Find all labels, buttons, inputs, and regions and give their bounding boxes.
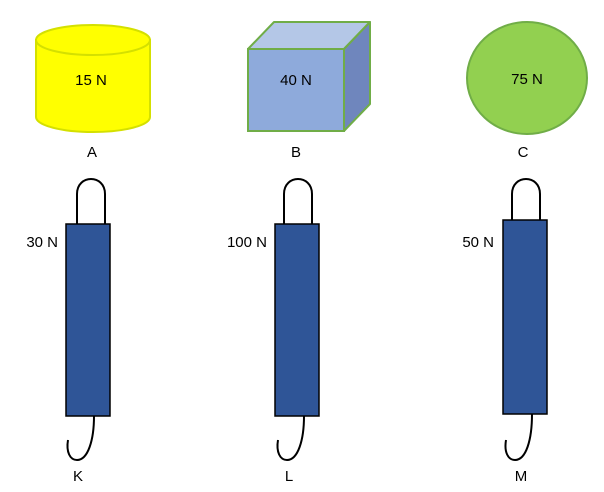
cylinder-body: [35, 39, 151, 133]
object-b-letter: B: [291, 144, 301, 161]
dynamometer-k-max-load: 30 N: [26, 234, 58, 251]
dynamometer-m-letter: M: [515, 468, 528, 485]
bottom-hook: [66, 415, 95, 462]
object-c-sphere: 75 N C: [466, 21, 588, 161]
object-a-cylinder: 15 N A: [35, 24, 151, 161]
object-a-letter: A: [87, 144, 97, 161]
object-b-weight: 40 N: [280, 72, 312, 89]
dynamometer-body: [65, 223, 111, 417]
object-b-cube: 40 N B: [247, 21, 371, 161]
bottom-hook: [504, 413, 533, 462]
top-loop: [76, 178, 106, 224]
top-loop: [511, 178, 541, 220]
dynamometer-l: 100 N L: [227, 178, 320, 485]
sphere-shape: [466, 21, 588, 135]
dynamometer-k-letter: K: [73, 468, 83, 485]
object-c-letter: C: [518, 144, 529, 161]
dynamometer-l-max-load: 100 N: [227, 234, 267, 251]
dynamometer-l-letter: L: [285, 468, 293, 485]
object-a-weight: 15 N: [75, 72, 107, 89]
dynamometer-k: 30 N K: [26, 178, 111, 485]
dynamometer-m: 50 N M: [462, 178, 548, 485]
dynamometer-body: [274, 223, 320, 417]
dynamometer-body: [502, 219, 548, 415]
top-loop: [283, 178, 313, 224]
cylinder-top: [35, 24, 151, 56]
bottom-hook: [276, 415, 305, 462]
object-c-weight: 75 N: [511, 71, 543, 88]
cube-front-face: [247, 48, 345, 132]
dynamometer-m-max-load: 50 N: [462, 234, 494, 251]
